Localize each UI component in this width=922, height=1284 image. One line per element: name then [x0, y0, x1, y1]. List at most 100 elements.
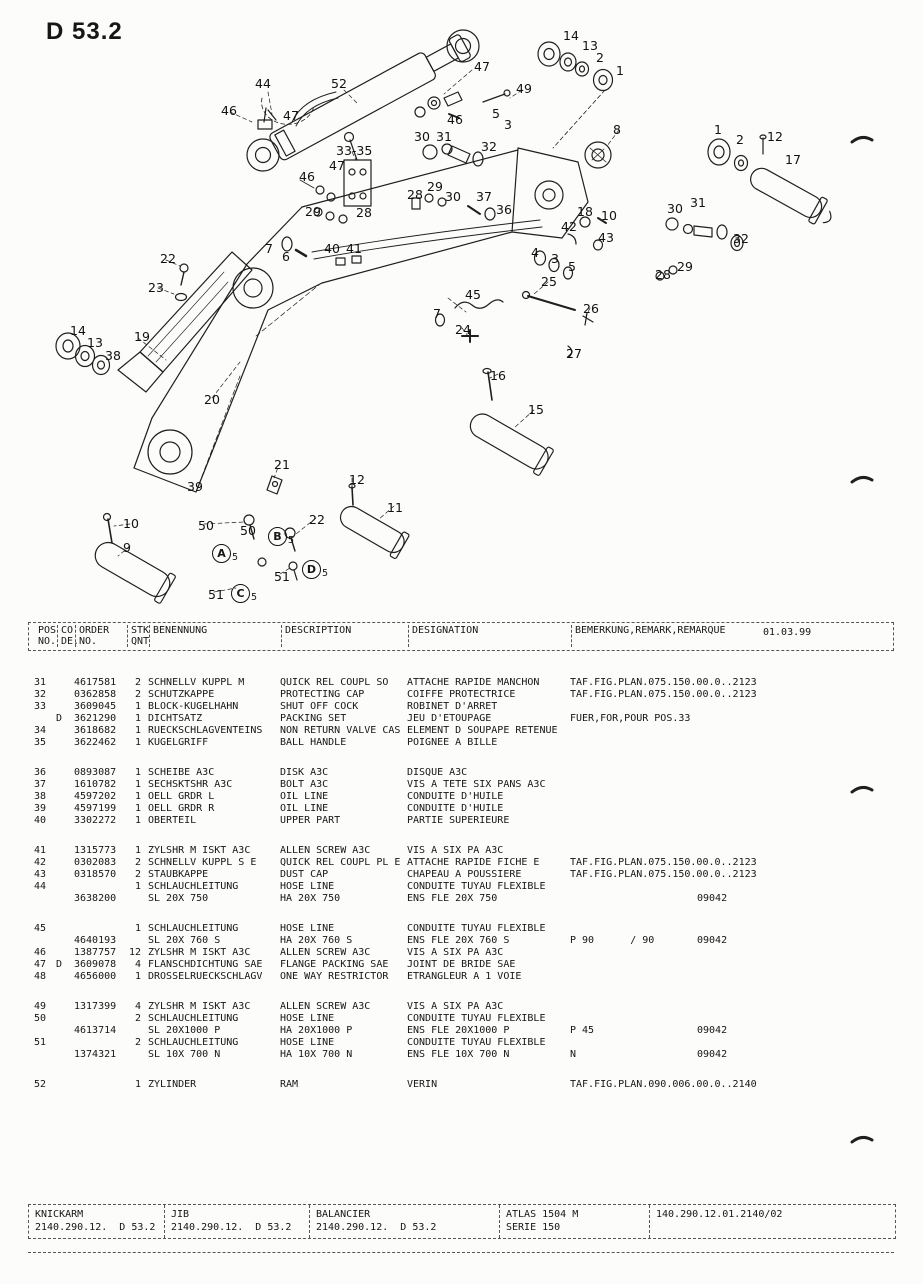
- cell-ben: ZYLINDER: [148, 1079, 197, 1090]
- cell-qty: 1: [134, 803, 141, 814]
- cell-pos: 38: [34, 791, 47, 802]
- cell-desig: ENS FLE 20X1000 P: [407, 1025, 510, 1036]
- cell-desc: HOSE LINE: [280, 1013, 335, 1024]
- cell-order: 0318570: [74, 869, 117, 880]
- cell-qty: [126, 1049, 148, 1061]
- cell-desig: CONDUITE TUYAU FLEXIBLE: [407, 1013, 546, 1024]
- cell-code: [56, 1037, 74, 1049]
- cell-pos: [28, 1025, 56, 1037]
- cell-ben: BLOCK-KUGELHAHN: [148, 701, 239, 712]
- cell-desig: VIS A SIX PA A3C: [407, 1001, 504, 1012]
- cell-desig: CONDUITE TUYAU FLEXIBLE: [407, 881, 546, 892]
- part-label-46: 46: [299, 169, 315, 184]
- cell-order: 3609045: [74, 701, 117, 712]
- cell-desig: CONDUITE D'HUILE: [407, 803, 504, 814]
- cell-desc: FLANGE PACKING SAE: [280, 959, 389, 970]
- cell-desig: CONDUITE TUYAU FLEXIBLE: [407, 1037, 546, 1048]
- top-fittings: [257, 89, 511, 130]
- part-label-16: 16: [490, 368, 506, 383]
- part-label-30: 30: [445, 189, 461, 204]
- part-label-21: 21: [274, 457, 290, 472]
- cell-remark: [570, 779, 894, 791]
- part-label-44: 44: [255, 76, 271, 91]
- part-label-49: 49: [516, 81, 532, 96]
- cell-desc: NON RETURN VALVE CAS: [280, 725, 401, 736]
- part-label-2: 2: [736, 132, 744, 147]
- cell-ben: DROSSELRUECKSCHLAGV: [148, 971, 263, 982]
- footer-balancier: BALANCIER 2140.290.12. D 53.2: [309, 1205, 499, 1238]
- footer-knickarm: KNICKARM 2140.290.12. D 53.2: [35, 1209, 156, 1233]
- bushing-part-8: [584, 141, 612, 169]
- cell-remark: [570, 845, 894, 857]
- cell-order: 1315773: [74, 845, 117, 856]
- cell-remark: [570, 971, 894, 983]
- cell-order: [74, 923, 126, 935]
- cell-pos: 43: [34, 869, 47, 880]
- part-label-29: 29: [677, 259, 693, 274]
- cell-remark: TAF.FIG.PLAN.075.150.00.0..2123: [570, 857, 757, 868]
- cell-qty: 1: [134, 713, 141, 724]
- cell-qty: 1: [134, 725, 141, 736]
- part-label-28: 28: [356, 205, 372, 220]
- washer-stack-top: [537, 41, 614, 149]
- cell-pos: 35: [34, 737, 47, 748]
- cell-code: [56, 737, 74, 749]
- part-label-3: 3: [551, 251, 559, 266]
- part-label-13: 13: [582, 38, 598, 53]
- cell-ben: SCHNELLV KUPPL M: [148, 677, 245, 688]
- cell-ben: ZYLSHR M ISKT A3C: [148, 845, 251, 856]
- part-label-13: 13: [87, 335, 103, 350]
- cell-order: 3621290: [74, 713, 117, 724]
- cell-ben: SCHLAUCHLEITUNG: [148, 1037, 239, 1048]
- cell-order: 1387757: [74, 947, 117, 958]
- cell-desig: ENS FLE 20X 750: [407, 893, 498, 904]
- leader-lines: [113, 69, 620, 593]
- cell-remark: TAF.FIG.PLAN.090.006.00.0..2140: [570, 1079, 757, 1090]
- cell-remark: [570, 1037, 894, 1049]
- cell-order: [74, 1079, 126, 1091]
- header-benennung: BENENNUNG: [149, 625, 281, 647]
- cell-remark: [570, 815, 894, 827]
- cell-remark: [570, 791, 894, 803]
- cell-ben: DICHTSATZ: [148, 713, 203, 724]
- cell-order: 3609078: [74, 959, 117, 970]
- cell-qty: 1: [134, 791, 141, 802]
- cell-qty: [126, 1025, 148, 1037]
- cell-desc: HA 20X 750: [280, 893, 341, 904]
- valve-block: [299, 131, 372, 207]
- cell-desig: ELEMENT D SOUPAPE RETENUE: [407, 725, 558, 736]
- cell-desc: QUICK REL COUPL SO: [280, 677, 389, 688]
- part-label-22: 22: [160, 251, 176, 266]
- part-label-50: 50: [198, 518, 214, 533]
- cell-desig: CONDUITE D'HUILE: [407, 791, 504, 802]
- cell-pos: 33: [34, 701, 47, 712]
- part-label-6: 6: [282, 249, 290, 264]
- cell-desig: COIFFE PROTECTRICE: [407, 689, 516, 700]
- part-label-47: 47: [283, 108, 299, 123]
- part-label-4: 4: [531, 245, 539, 260]
- part-label-52: 52: [331, 76, 347, 91]
- cell-desc: OIL LINE: [280, 803, 329, 814]
- cell-desc: HOSE LINE: [280, 881, 335, 892]
- cell-desig: JOINT DE BRIDE SAE: [407, 959, 516, 970]
- part-label-9: 9: [123, 540, 131, 555]
- cell-remark: [570, 1001, 894, 1013]
- cell-order: 4656000: [74, 971, 117, 982]
- cell-code: [56, 803, 74, 815]
